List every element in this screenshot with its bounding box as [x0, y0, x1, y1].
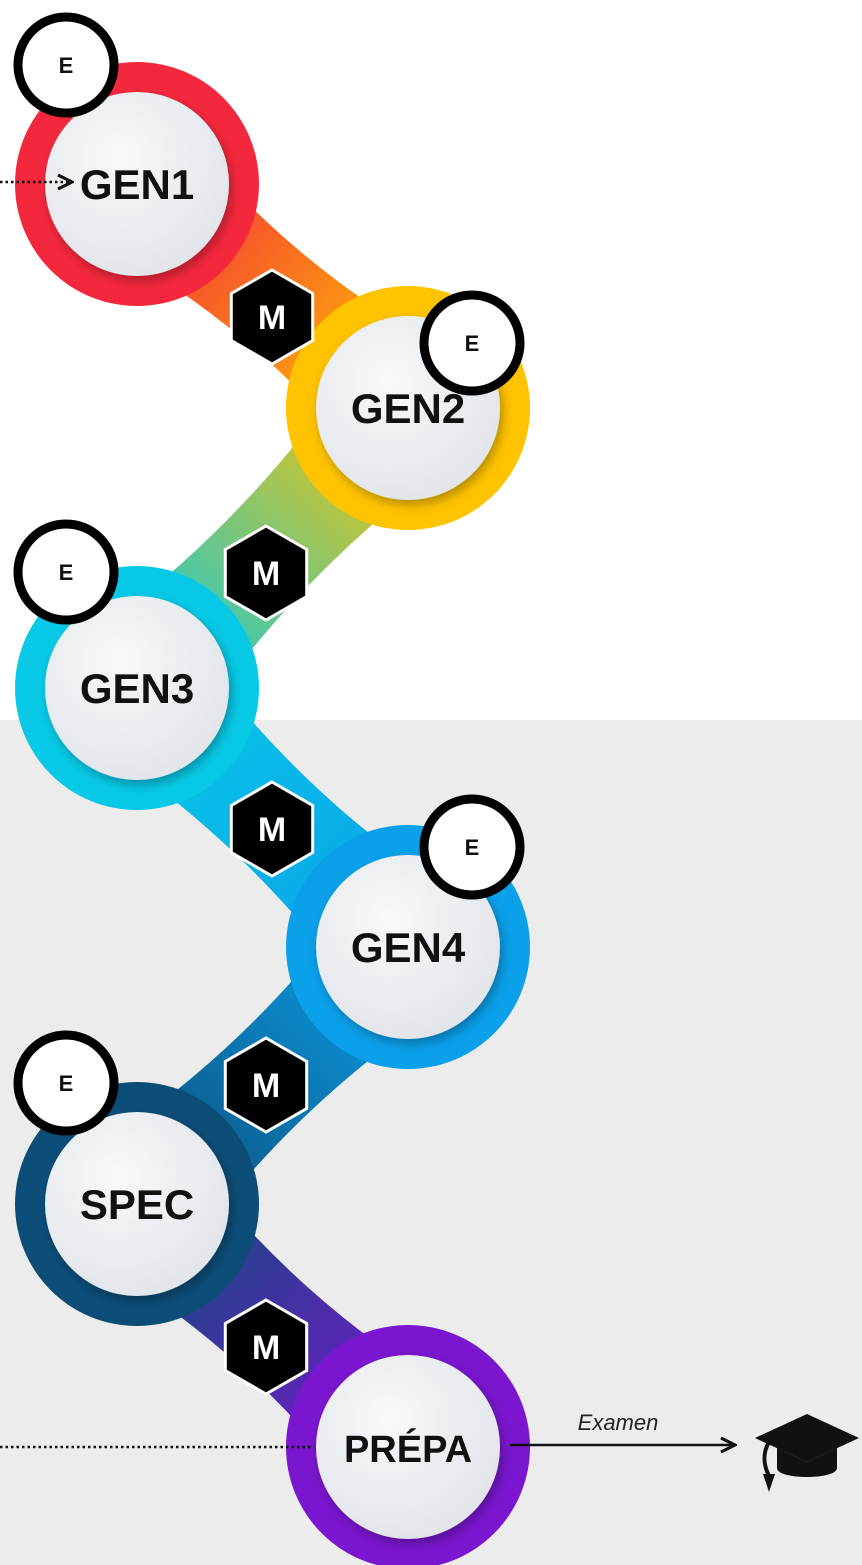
module-hexagon: M: [223, 524, 309, 622]
module-label: M: [252, 555, 280, 593]
node-label: GEN4: [351, 924, 466, 971]
module-label: M: [258, 811, 286, 849]
exam-badge: E: [419, 290, 525, 396]
module-label: M: [258, 299, 286, 337]
exam-badge: E: [419, 794, 525, 900]
module-hexagon: M: [229, 268, 315, 366]
node-label: GEN2: [351, 385, 465, 432]
module-hexagon: M: [229, 780, 315, 878]
badge-label: E: [59, 560, 74, 585]
module-label: M: [252, 1329, 280, 1367]
node-label: PRÉPA: [344, 1427, 472, 1471]
exam-badge: E: [13, 12, 119, 118]
module-hexagon: M: [223, 1298, 309, 1396]
module-markers: M M M M M: [223, 268, 315, 1396]
badge-label: E: [465, 331, 480, 356]
node-label: GEN3: [80, 665, 194, 712]
exam-label: Examen: [578, 1410, 659, 1435]
badge-label: E: [59, 53, 74, 78]
badge-label: E: [465, 835, 480, 860]
node-gen4: GEN4: [286, 825, 530, 1069]
node-spec: SPEC: [15, 1082, 259, 1326]
badge-label: E: [59, 1071, 74, 1096]
exam-badges: E E E E E: [13, 12, 525, 1136]
node-prepa: PRÉPA: [286, 1325, 530, 1565]
exam-badge: E: [13, 519, 119, 625]
module-hexagon: M: [223, 1036, 309, 1134]
node-gen1: GEN1: [15, 62, 259, 306]
node-label: GEN1: [80, 161, 194, 208]
node-label: SPEC: [80, 1181, 194, 1228]
graduation-cap-icon: [755, 1414, 859, 1492]
module-label: M: [252, 1067, 280, 1105]
exam-badge: E: [13, 1030, 119, 1136]
node-gen3: GEN3: [15, 566, 259, 810]
